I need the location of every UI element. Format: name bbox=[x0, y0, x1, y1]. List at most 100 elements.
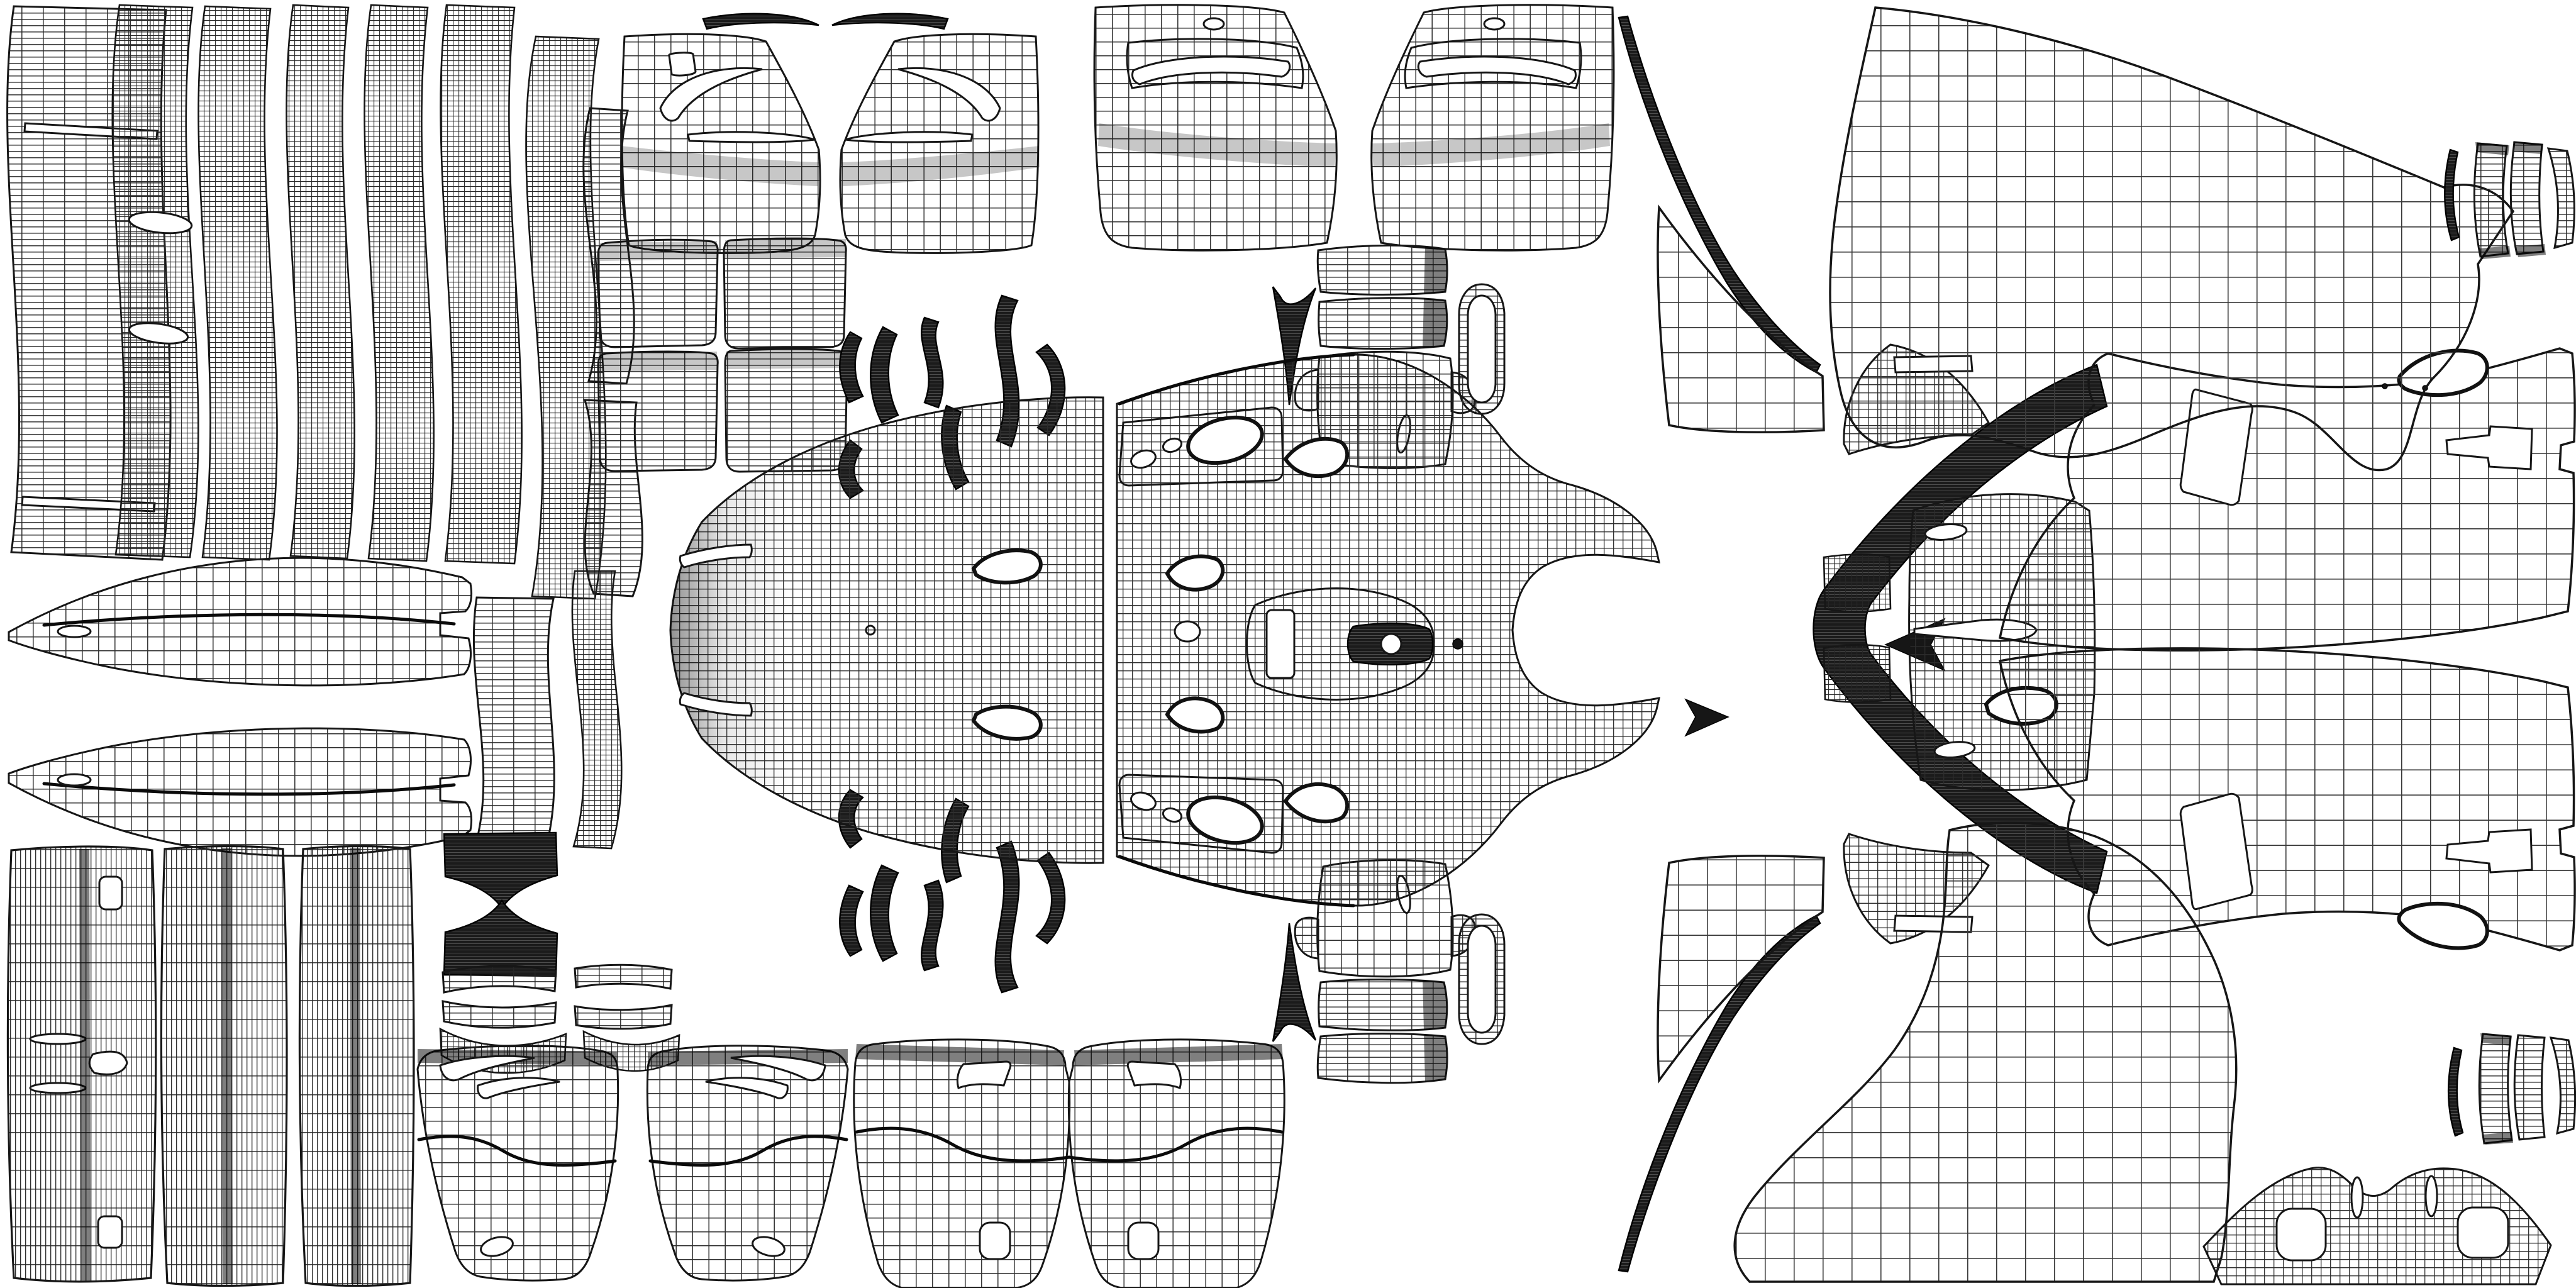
strip-2 bbox=[111, 4, 199, 558]
quadrant-1 bbox=[597, 238, 719, 348]
fork-arrow bbox=[1684, 698, 1729, 737]
panel-b2-oval bbox=[1127, 1221, 1160, 1260]
panel-a1-crease bbox=[417, 1135, 617, 1167]
vent-cluster-bottom-oval2 bbox=[1162, 807, 1183, 823]
body-teardrop-b-top bbox=[1165, 554, 1225, 592]
body-teardrop-b-bottom bbox=[1165, 696, 1225, 734]
side-panel-lower-rect bbox=[2179, 792, 2253, 911]
body-nose-ring bbox=[865, 625, 876, 636]
cockpit-dot bbox=[1452, 638, 1463, 650]
blob-top-right bbox=[1829, 6, 2515, 472]
door-panel-2 bbox=[839, 33, 1040, 254]
arc-bottom-right bbox=[2448, 1046, 2464, 1137]
door-panel-3-recess bbox=[1126, 38, 1304, 89]
butterfly-hole-2 bbox=[2457, 1206, 2509, 1259]
wavy-bar-2 bbox=[574, 963, 673, 990]
quadrant-3 bbox=[597, 350, 719, 472]
strip-trio-top-3 bbox=[2546, 147, 2575, 250]
curl-2-m bbox=[870, 864, 899, 962]
rect-block-2 bbox=[1823, 644, 1892, 703]
strip-trio-top-cap1 bbox=[2475, 142, 2509, 155]
tri-wing-top bbox=[1657, 204, 1825, 434]
door-panel-3-banana-slot bbox=[1131, 55, 1291, 86]
strip-2-oval-hole-1 bbox=[128, 211, 193, 235]
door-panel-4-banana-slot bbox=[1417, 55, 1577, 86]
panel-b1-crease bbox=[855, 1126, 1071, 1163]
collar-strip-wide bbox=[472, 596, 555, 849]
door-panel-2-sliver bbox=[845, 131, 974, 143]
panel-a2-crease bbox=[648, 1135, 848, 1167]
panel-a2 bbox=[646, 1045, 849, 1282]
panel-b2 bbox=[1067, 1038, 1285, 1288]
capsule-ring-hole bbox=[1467, 294, 1497, 404]
door-panel-3-oval bbox=[1202, 17, 1225, 31]
shield-knob-left-m bbox=[1294, 916, 1319, 960]
dart-up bbox=[1272, 923, 1317, 1042]
wavy-bar-4 bbox=[574, 1004, 673, 1030]
body-rear-crease-bottom bbox=[1118, 855, 1355, 908]
collar-strip-narrow bbox=[571, 570, 623, 850]
wavy-bar-1 bbox=[441, 965, 557, 994]
horn-top-oval bbox=[57, 625, 92, 638]
panel-a1 bbox=[416, 1045, 619, 1282]
slab-1-slot-1 bbox=[29, 1033, 87, 1045]
panel-b2-band bbox=[1074, 1044, 1283, 1065]
body-nose-sliver-top bbox=[679, 543, 753, 569]
panel-a1-crescent-2 bbox=[477, 1077, 560, 1099]
slab-1-band bbox=[79, 849, 91, 1280]
slat-bar-2-cap bbox=[1423, 298, 1447, 348]
side-panel-lower-plus-slot bbox=[2445, 828, 2533, 874]
panel-b2-trap-hole bbox=[1126, 1060, 1182, 1089]
panel-b1 bbox=[853, 1038, 1071, 1288]
vent-cluster-top-bigoval bbox=[1186, 415, 1264, 465]
arc-top-right bbox=[2444, 148, 2460, 242]
strip-trio-bot-2 bbox=[2513, 1034, 2546, 1141]
horn-bottom-crease bbox=[42, 782, 456, 796]
butterfly-slot-2 bbox=[2424, 1175, 2438, 1218]
vent-cluster-top-ring bbox=[1118, 406, 1284, 487]
curl-3-m bbox=[921, 879, 944, 972]
door-panel-2-band bbox=[841, 146, 1040, 186]
side-panel-upper-plus-slot bbox=[2445, 425, 2533, 470]
door-panel-1-quadhole bbox=[668, 52, 697, 77]
body-teardrop-a-bottom bbox=[971, 704, 1043, 741]
vent-cluster-top-oval2 bbox=[1162, 437, 1183, 453]
cockpit-outline bbox=[1246, 587, 1435, 701]
quadrant-1-band bbox=[600, 241, 717, 261]
crescent-sliver-2 bbox=[831, 13, 949, 30]
door-panel-1-crescent bbox=[659, 67, 763, 122]
panel-b1-trap-hole bbox=[956, 1060, 1012, 1089]
strip-5 bbox=[364, 4, 435, 562]
curl-1-m bbox=[839, 884, 864, 957]
horn-bottom-oval bbox=[57, 773, 92, 787]
slab-1-hole-top bbox=[98, 875, 123, 911]
strip-trio-bot-cap2 bbox=[2483, 1132, 2513, 1145]
slab-1-slot-2 bbox=[29, 1082, 87, 1094]
door-panel-1 bbox=[621, 33, 821, 254]
vent-teardrop-top bbox=[1283, 436, 1350, 479]
vent-teardrop-bottom bbox=[1283, 782, 1350, 824]
horn-top-crease bbox=[42, 613, 456, 627]
door-panel-4-oval bbox=[1483, 17, 1506, 31]
panel-b2-crease bbox=[1067, 1126, 1284, 1163]
strip-4 bbox=[286, 4, 355, 560]
curl-3 bbox=[921, 316, 944, 409]
strip-trio-bot-3 bbox=[2549, 1036, 2576, 1135]
strip-trio-top-cap2 bbox=[2479, 246, 2511, 259]
curl-2 bbox=[870, 326, 899, 424]
strip-trio-top-cap3 bbox=[2513, 142, 2543, 154]
quadrant-3-band bbox=[600, 352, 717, 372]
horn-top bbox=[8, 557, 473, 687]
slat-bar-1-cap bbox=[1424, 247, 1447, 294]
capsule-ring-hole-m bbox=[1467, 924, 1497, 1034]
tri-wing-bottom bbox=[1657, 854, 1825, 1084]
strip-trio-top-cap4 bbox=[2516, 244, 2546, 257]
panel-a2-crescent-2 bbox=[705, 1077, 789, 1099]
quadrant-2-band bbox=[725, 239, 846, 258]
slat-bar-4-cap bbox=[1423, 980, 1447, 1030]
cockpit-rect-hole bbox=[1265, 609, 1296, 679]
fin-sliver-bottom bbox=[1618, 914, 1821, 1273]
panel-b1-band bbox=[855, 1044, 1064, 1065]
